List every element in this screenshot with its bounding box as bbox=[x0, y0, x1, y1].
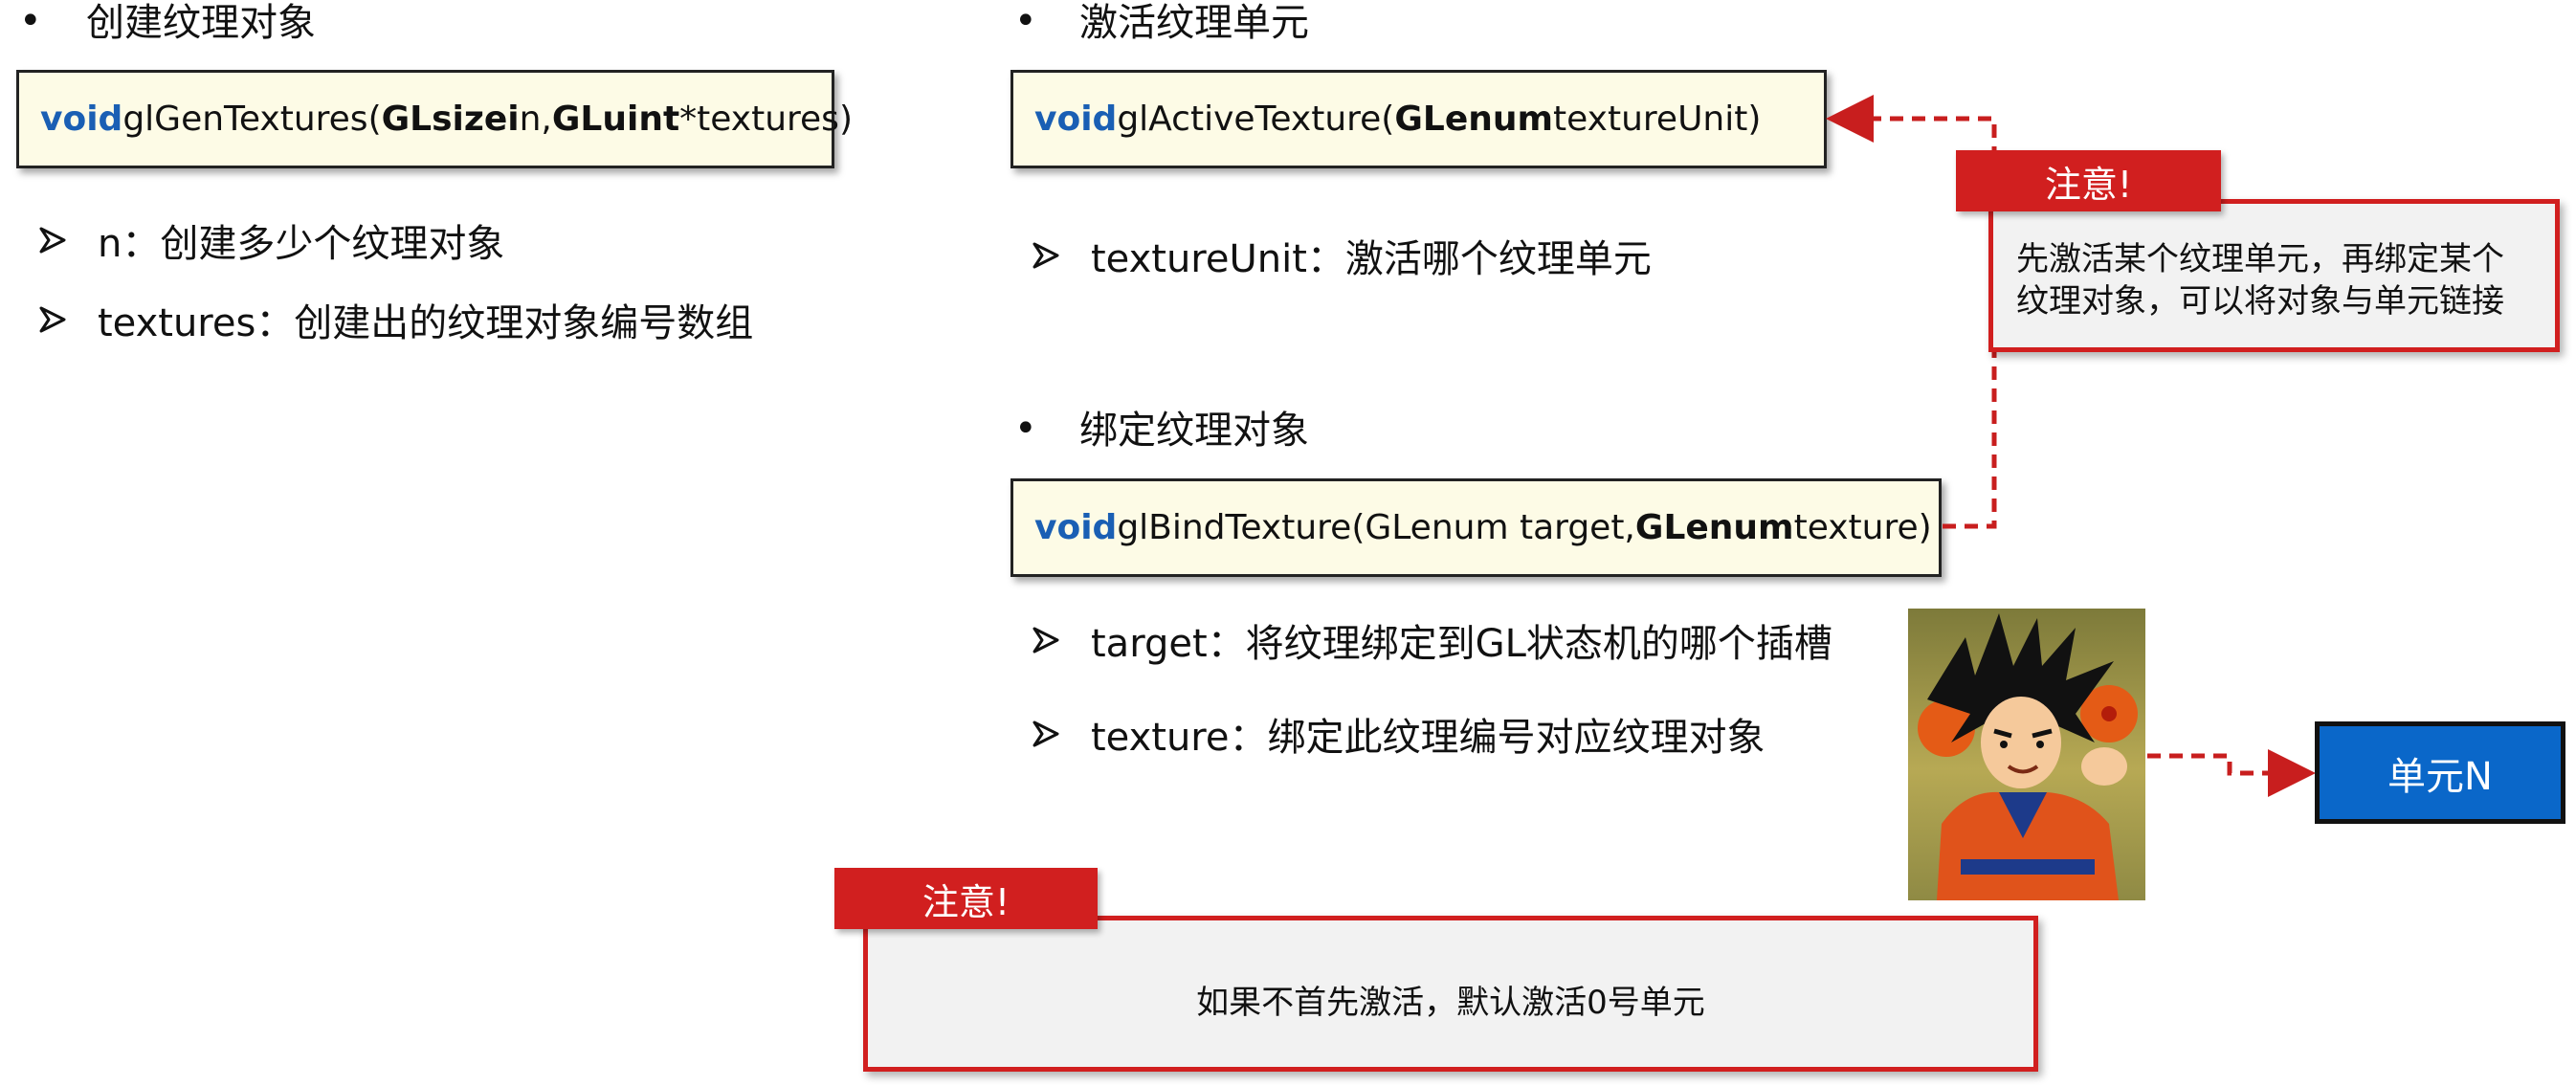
bullet-dot: • bbox=[19, 0, 42, 43]
code-glgentextures: void glGenTextures(GLsizei n, GLuint *te… bbox=[16, 70, 853, 168]
arrowhead-bullet-icon bbox=[1033, 242, 1059, 269]
note-tag: 注意! bbox=[1956, 150, 2221, 211]
param-n: n, bbox=[519, 100, 552, 139]
type-glsizei: GLsizei bbox=[381, 100, 520, 139]
arrowhead-bullet-icon bbox=[1033, 627, 1059, 654]
note-text: 如果不首先激活，默认激活0号单元 bbox=[1196, 984, 1705, 1022]
bullet-dot: • bbox=[1014, 407, 1037, 451]
heading-activate-unit: 激活纹理单元 bbox=[1079, 1, 1309, 45]
list-item: textures：创建出的纹理对象编号数组 bbox=[38, 292, 753, 347]
note-line: 先激活某个纹理单元，再绑定某个 bbox=[2016, 240, 2504, 278]
note-tag: 注意! bbox=[834, 868, 1098, 929]
function-name: glBindTexture(GLenum target, bbox=[1117, 508, 1635, 547]
function-name: glGenTextures( bbox=[122, 100, 382, 139]
list-item: texture：绑定此纹理编号对应纹理对象 bbox=[1032, 706, 1765, 762]
type-gluint: GLuint bbox=[551, 100, 680, 139]
list-item: target：将纹理绑定到GL状态机的哪个插槽 bbox=[1032, 612, 1832, 668]
character-portrait-icon bbox=[1908, 609, 2145, 900]
heading-bind-texture: 绑定纹理对象 bbox=[1079, 409, 1309, 453]
arrowhead-bullet-icon bbox=[1033, 720, 1059, 747]
type-glenum: GLenum bbox=[1394, 100, 1554, 139]
type-glenum: GLenum bbox=[1634, 508, 1794, 547]
param-textureunit: textureUnit) bbox=[1553, 100, 1762, 139]
unit-n-box: 单元N bbox=[2315, 721, 2565, 824]
code-glbindtexture: void glBindTexture(GLenum target, GLenum… bbox=[1010, 478, 1942, 577]
keyword-void: void bbox=[1034, 100, 1118, 139]
param-textures: *textures) bbox=[679, 100, 853, 139]
list-item-text: target：将纹理绑定到GL状态机的哪个插槽 bbox=[1091, 622, 1832, 666]
list-item-text: texture：绑定此纹理编号对应纹理对象 bbox=[1091, 716, 1765, 760]
note-box-default-unit: 如果不首先激活，默认激活0号单元 bbox=[863, 916, 2038, 1072]
param-texture: texture) bbox=[1793, 508, 1932, 547]
arrowhead-bullet-icon bbox=[39, 306, 66, 333]
list-item: n：创建多少个纹理对象 bbox=[38, 212, 504, 268]
list-item-text: textures：创建出的纹理对象编号数组 bbox=[98, 301, 754, 345]
function-name: glActiveTexture( bbox=[1117, 100, 1395, 139]
list-item-text: n：创建多少个纹理对象 bbox=[98, 222, 505, 266]
character-portrait-image bbox=[1908, 609, 2145, 900]
code-glactivetexture: void glActiveTexture(GLenum textureUnit) bbox=[1010, 70, 1827, 168]
list-item: textureUnit：激活哪个纹理单元 bbox=[1032, 228, 1652, 283]
keyword-void: void bbox=[40, 100, 123, 139]
connector-portrait-to-unit bbox=[2147, 749, 2316, 797]
list-item-text: textureUnit：激活哪个纹理单元 bbox=[1091, 237, 1652, 281]
note-box-activate-bind: 先激活某个纹理单元，再绑定某个 纹理对象，可以将对象与单元链接 bbox=[1988, 199, 2560, 352]
arrowhead-bullet-icon bbox=[39, 227, 66, 254]
heading-create-texture: 创建纹理对象 bbox=[86, 1, 316, 45]
note-line: 纹理对象，可以将对象与单元链接 bbox=[2016, 282, 2504, 321]
note-text: 先激活某个纹理单元，再绑定某个 纹理对象，可以将对象与单元链接 bbox=[2016, 238, 2504, 322]
bullet-dot: • bbox=[1014, 0, 1037, 43]
keyword-void: void bbox=[1034, 508, 1118, 547]
